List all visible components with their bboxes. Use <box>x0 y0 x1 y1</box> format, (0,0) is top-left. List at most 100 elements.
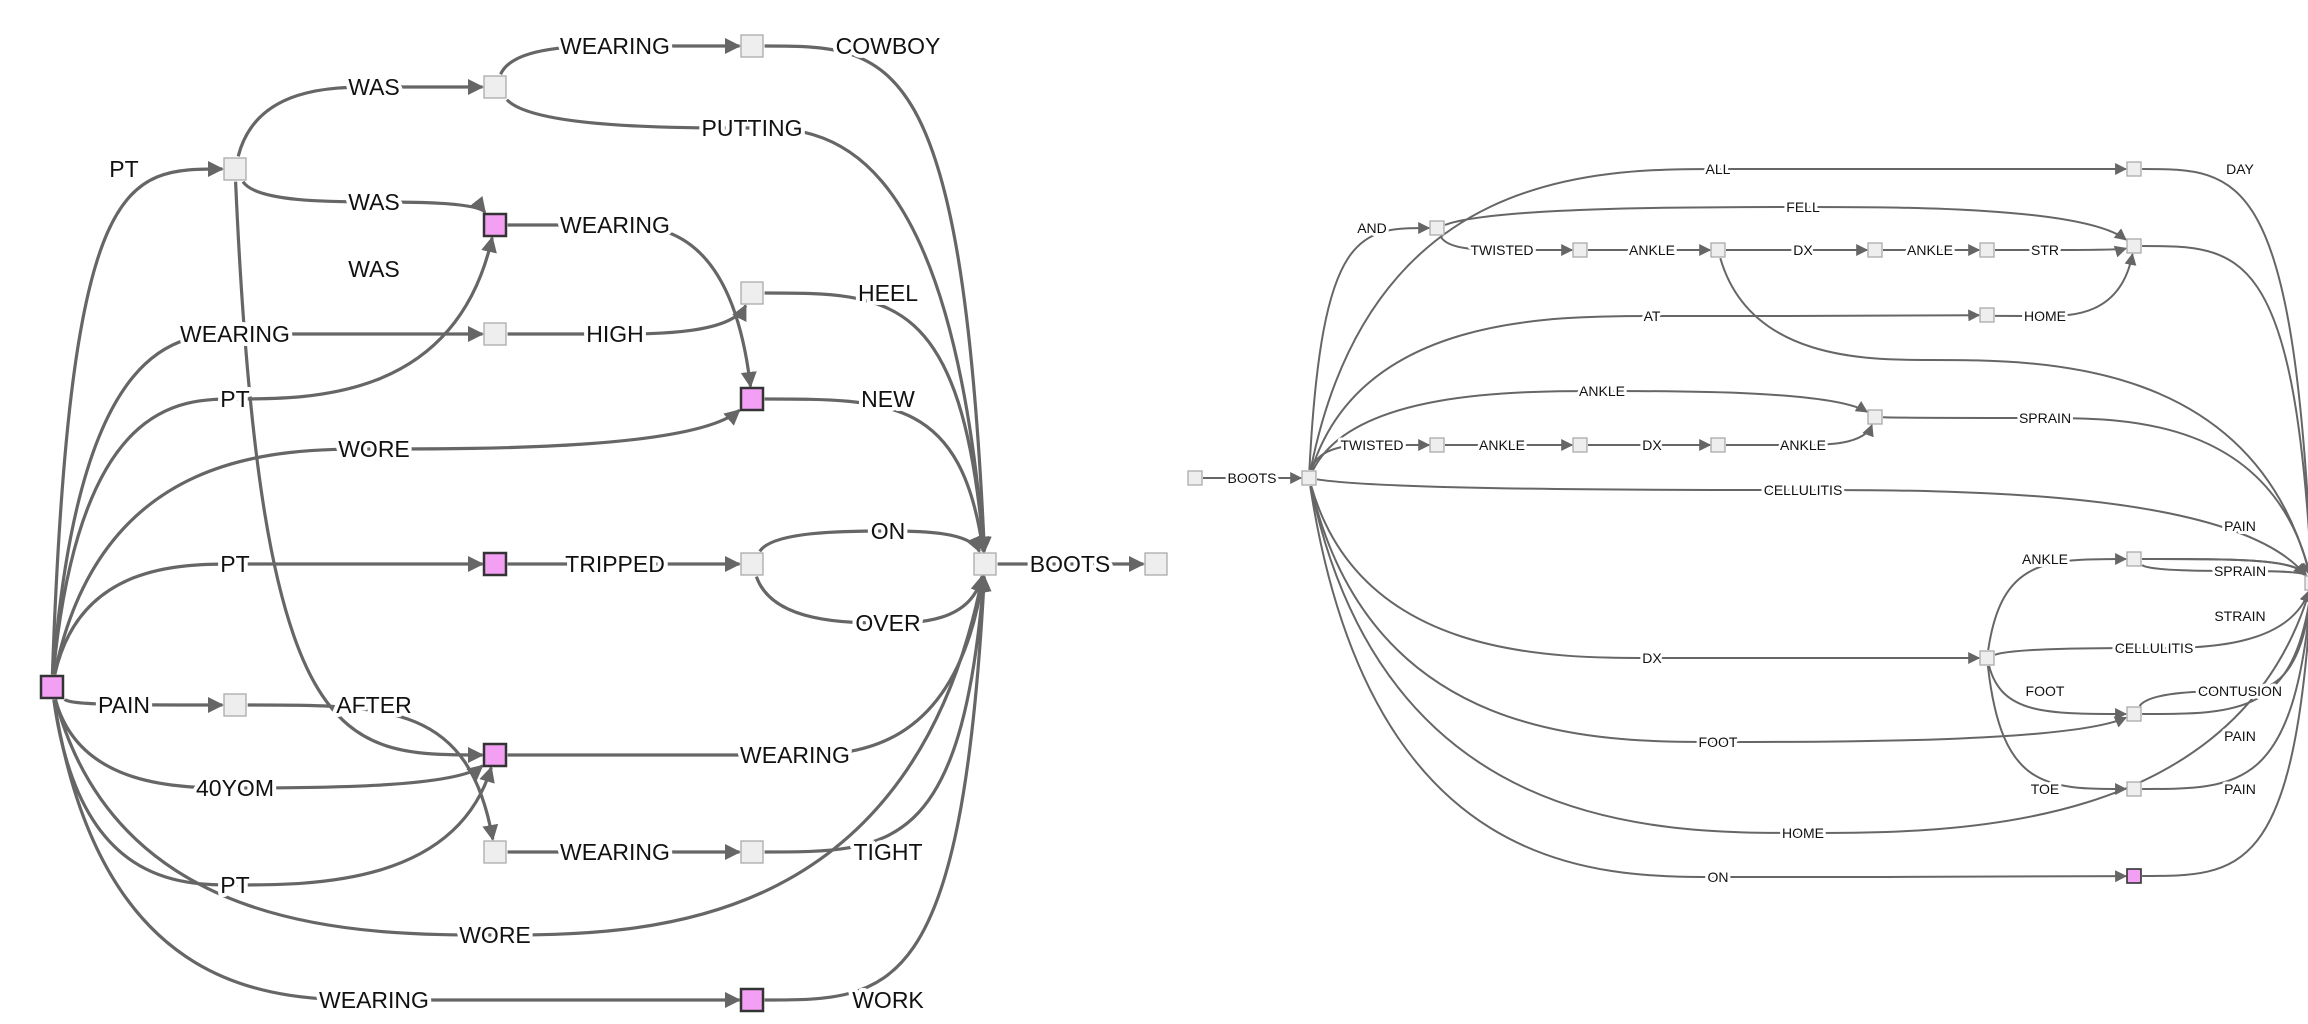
edge-AND-TW1 <box>1439 235 1574 256</box>
graph-node <box>740 840 764 864</box>
edge-DAY-Z <box>2142 168 2308 577</box>
graph-node <box>1710 242 1726 258</box>
graph-node <box>740 281 764 305</box>
edge-label: WAS <box>348 189 400 215</box>
graph-node <box>1572 437 1588 453</box>
highlighted-node <box>482 551 508 577</box>
edge-label: STR <box>2031 242 2059 258</box>
edge-label: NEW <box>861 386 915 412</box>
edge-label: FELL <box>1786 199 1820 215</box>
edge-label: ON <box>871 518 906 544</box>
edge-label: TWISTED <box>1471 242 1534 258</box>
edge-label: OVER <box>855 610 920 636</box>
edge-C-J <box>764 44 992 553</box>
edge-E-F <box>507 304 748 336</box>
graph-node <box>740 552 764 576</box>
edge-AND-X <box>1444 206 2127 241</box>
edge-label: WEARING <box>180 321 290 347</box>
edge-FOT-Z <box>2142 589 2308 715</box>
edge-AN1-Z <box>1719 257 2308 577</box>
edge-S-G <box>53 408 741 675</box>
edge-S-P <box>52 699 741 1008</box>
edge-label: PT <box>109 156 138 182</box>
edge-X-Z <box>2142 245 2308 577</box>
edge-label: AND <box>1357 220 1387 236</box>
graph-node <box>483 75 507 99</box>
edge-R1-SPR <box>1312 390 1869 471</box>
label-layer: PT WAS WEARING COWBOY PUTTING WAS WEARING WAS WE… <box>94 29 1114 1017</box>
edge-label: ANKLE <box>1579 383 1625 399</box>
edge-label: WAS <box>348 256 400 282</box>
graph-node <box>2126 781 2142 797</box>
edge-label: CELLULITIS <box>2115 640 2194 656</box>
graph-node <box>740 34 764 58</box>
edge-label: SPRAIN <box>2214 563 2266 579</box>
edge-I-J <box>754 575 987 625</box>
edge-label: PT <box>220 386 249 412</box>
edge-label: WEARING <box>740 742 850 768</box>
edge-label: AFTER <box>336 692 411 718</box>
graph-node <box>2126 161 2142 177</box>
highlighted-node <box>482 742 508 768</box>
edge-S-L <box>63 696 224 713</box>
edge-A-M <box>234 181 484 763</box>
edge-R1-ONN <box>1309 485 2128 883</box>
edge-DX2-SPR <box>1726 423 1874 447</box>
edge-label: COWBOY <box>836 33 941 59</box>
edge-label: PT <box>220 872 249 898</box>
graph-node <box>1710 437 1726 453</box>
edge-S-M <box>52 699 495 887</box>
edge-label: CELLULITIS <box>1764 482 1843 498</box>
graph-node <box>1867 242 1883 258</box>
edge-label: PUTTING <box>702 115 803 141</box>
edge-O-J <box>764 575 991 854</box>
edge-label: WORE <box>459 922 531 948</box>
highlighted-node <box>2126 868 2142 884</box>
edge-L-N <box>247 703 499 841</box>
edge-ANK-Z <box>2141 562 2306 576</box>
edge-S-M <box>53 699 484 790</box>
edge-label: SPRAIN <box>2019 410 2071 426</box>
graph-node <box>1979 307 1995 323</box>
edge-label: CONTUSION <box>2198 683 2282 699</box>
edge-TOE-Z <box>2142 589 2308 790</box>
edge-label: AT <box>1644 308 1661 324</box>
edge-label: WAS <box>348 74 400 100</box>
edge-I-J <box>758 529 981 553</box>
edge-label: ON <box>1708 869 1729 885</box>
edge-R1-Z <box>1309 485 2308 835</box>
edge-B-C <box>499 38 741 76</box>
edge-ONN-Z <box>2142 589 2308 877</box>
graph-node <box>2126 706 2142 722</box>
edge-label: WEARING <box>560 33 670 59</box>
edge-R1-AND <box>1308 222 1431 470</box>
edge-R1-DXN <box>1310 485 1981 664</box>
edge-B-J <box>505 98 991 553</box>
edge-label: WEARING <box>319 987 429 1013</box>
node-layer <box>39 34 1168 1013</box>
graph-node <box>2304 575 2308 591</box>
edge-label: FOOT <box>1699 734 1738 750</box>
edge-A-B <box>236 79 484 157</box>
edge-F-J <box>764 291 991 553</box>
node-layer <box>1187 161 2308 884</box>
edge-DXN-Z <box>1994 589 2308 656</box>
edge-label: WORK <box>852 987 924 1013</box>
edge-label: ANKLE <box>1629 242 1675 258</box>
graph-node <box>1979 650 1995 666</box>
edge-R1-Z <box>1316 478 2307 576</box>
graph-node <box>2126 238 2142 254</box>
edge-D-G <box>507 223 757 388</box>
edge-label: HIGH <box>586 321 644 347</box>
graph-node <box>1301 470 1317 486</box>
edge-S-J <box>53 575 988 937</box>
edge-label: HOME <box>2024 308 2066 324</box>
highlighted-node <box>39 674 65 700</box>
graph-node <box>483 840 507 864</box>
edge-label: PAIN <box>98 692 150 718</box>
edge-label: PAIN <box>2224 781 2256 797</box>
graph-node <box>973 552 997 576</box>
edge-DXN-FOT <box>1988 665 2128 720</box>
